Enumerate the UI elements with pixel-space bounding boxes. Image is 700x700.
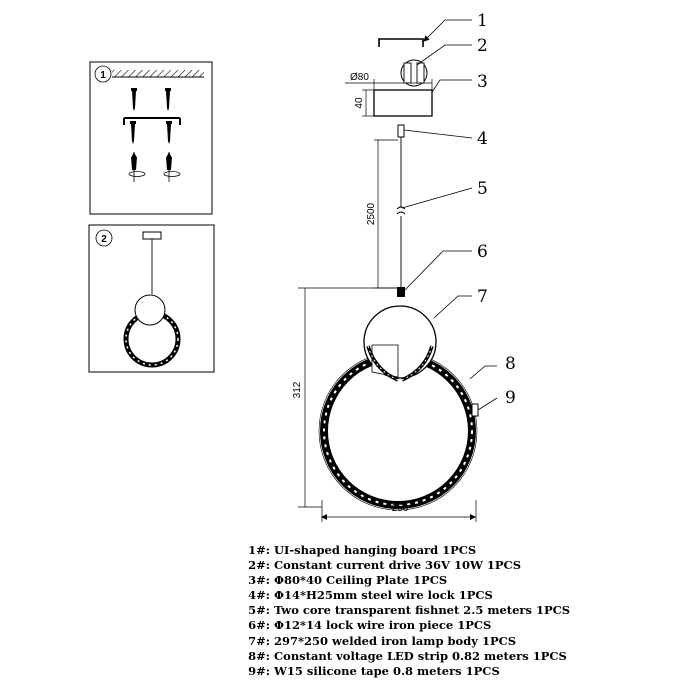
callout-3: 3 [477,72,488,92]
part-description: Φ80*40 Ceiling Plate 1PCS [274,573,448,588]
driver-shape [400,59,428,87]
callout-9: 9 [505,388,516,408]
silicone-tape-shape [471,403,479,417]
ceiling-hatch [112,70,204,77]
screw-icon [131,88,137,111]
part-row: 7#: 297*250 welded iron lamp body 1PCS [246,634,686,649]
parts-list: 1#: UI-shaped hanging board 1PCS 2#: Const… [246,543,686,679]
part-code: 1#: [248,543,270,557]
panel-number-badge [95,229,113,247]
panel-preview: 2 [88,224,215,373]
lamp-disc [363,305,437,382]
mini-ceiling-plate [142,231,162,240]
part-code: 2#: [248,558,270,573]
screw-icon [165,88,171,111]
mini-disc [134,294,166,326]
part-description: Φ14*H25mm steel wire lock 1PCS [274,588,493,603]
panel-mounting: 1 [89,61,213,215]
part-row: 4#: Φ14*H25mm steel wire lock 1PCS [246,588,686,603]
hanging-board-bracket [123,117,181,125]
callout-2: 2 [477,36,488,56]
wall-anchor-icon [128,152,146,182]
part-row: 8#: Constant voltage LED strip 0.82 meter… [246,649,686,664]
callout-6: 6 [477,242,488,262]
screw-icon [130,121,136,144]
part-description: UI-shaped hanging board 1PCS [274,543,477,557]
screw-icon [166,121,172,144]
lock-wire-iron-piece [397,287,405,297]
part-description: Constant voltage LED strip 0.82 meters 1… [274,648,567,663]
dim-width: 250 [392,503,409,514]
part-row: 1#: UI-shaped hanging board 1PCS [246,543,686,558]
dim-ceiling-diameter: Ø80 [350,72,369,83]
part-code: 6#: [248,618,270,633]
callout-leaders [401,19,498,411]
wire-lock-shape [397,124,405,138]
dim-ceiling-height: 40 [354,97,365,109]
part-row: 3#: Φ80*40 Ceiling Plate 1PCS [246,573,686,588]
part-row: 2#: Constant current drive 36V 10W 1PCS [246,558,686,573]
ceiling-plate-shape [373,89,433,117]
panel-number: 1 [100,70,106,81]
part-code: 8#: [248,648,270,663]
callout-5: 5 [477,179,488,199]
panel-number-badge [94,65,112,83]
part-row: 9#: W15 silicone tape 0.8 meters 1PCS [246,664,686,679]
callout-1: 1 [477,11,488,31]
part-description: W15 silicone tape 0.8 meters 1PCS [274,663,500,678]
part-row: 6#: Φ12*14 lock wire iron piece 1PCS [246,618,686,633]
part-description: 297*250 welded iron lamp body 1PCS [274,633,517,648]
dim-cable-length: 2500 [366,202,377,225]
callout-7: 7 [477,287,488,307]
panel-number: 2 [101,234,107,245]
part-description: Two core transparent fishnet 2.5 meters … [274,603,571,618]
part-description: Φ12*14 lock wire iron piece 1PCS [274,618,492,633]
part-code: 9#: [248,663,270,678]
callout-4: 4 [477,129,488,149]
hanging-board-shape [378,38,424,47]
part-code: 3#: [248,573,270,588]
main-drawing: Ø80 40 2500 [292,38,479,522]
part-code: 7#: [248,633,270,648]
part-code: 4#: [248,588,270,603]
wall-anchor-icon [163,152,181,182]
part-row: 5#: Two core transparent fishnet 2.5 mete… [246,603,686,618]
part-description: Constant current drive 36V 10W 1PCS [274,558,522,573]
part-code: 5#: [248,603,270,618]
dim-total-height: 312 [292,381,303,398]
callout-8: 8 [505,354,516,374]
callout-numbers: 1 2 3 4 5 6 7 8 9 [477,11,516,408]
